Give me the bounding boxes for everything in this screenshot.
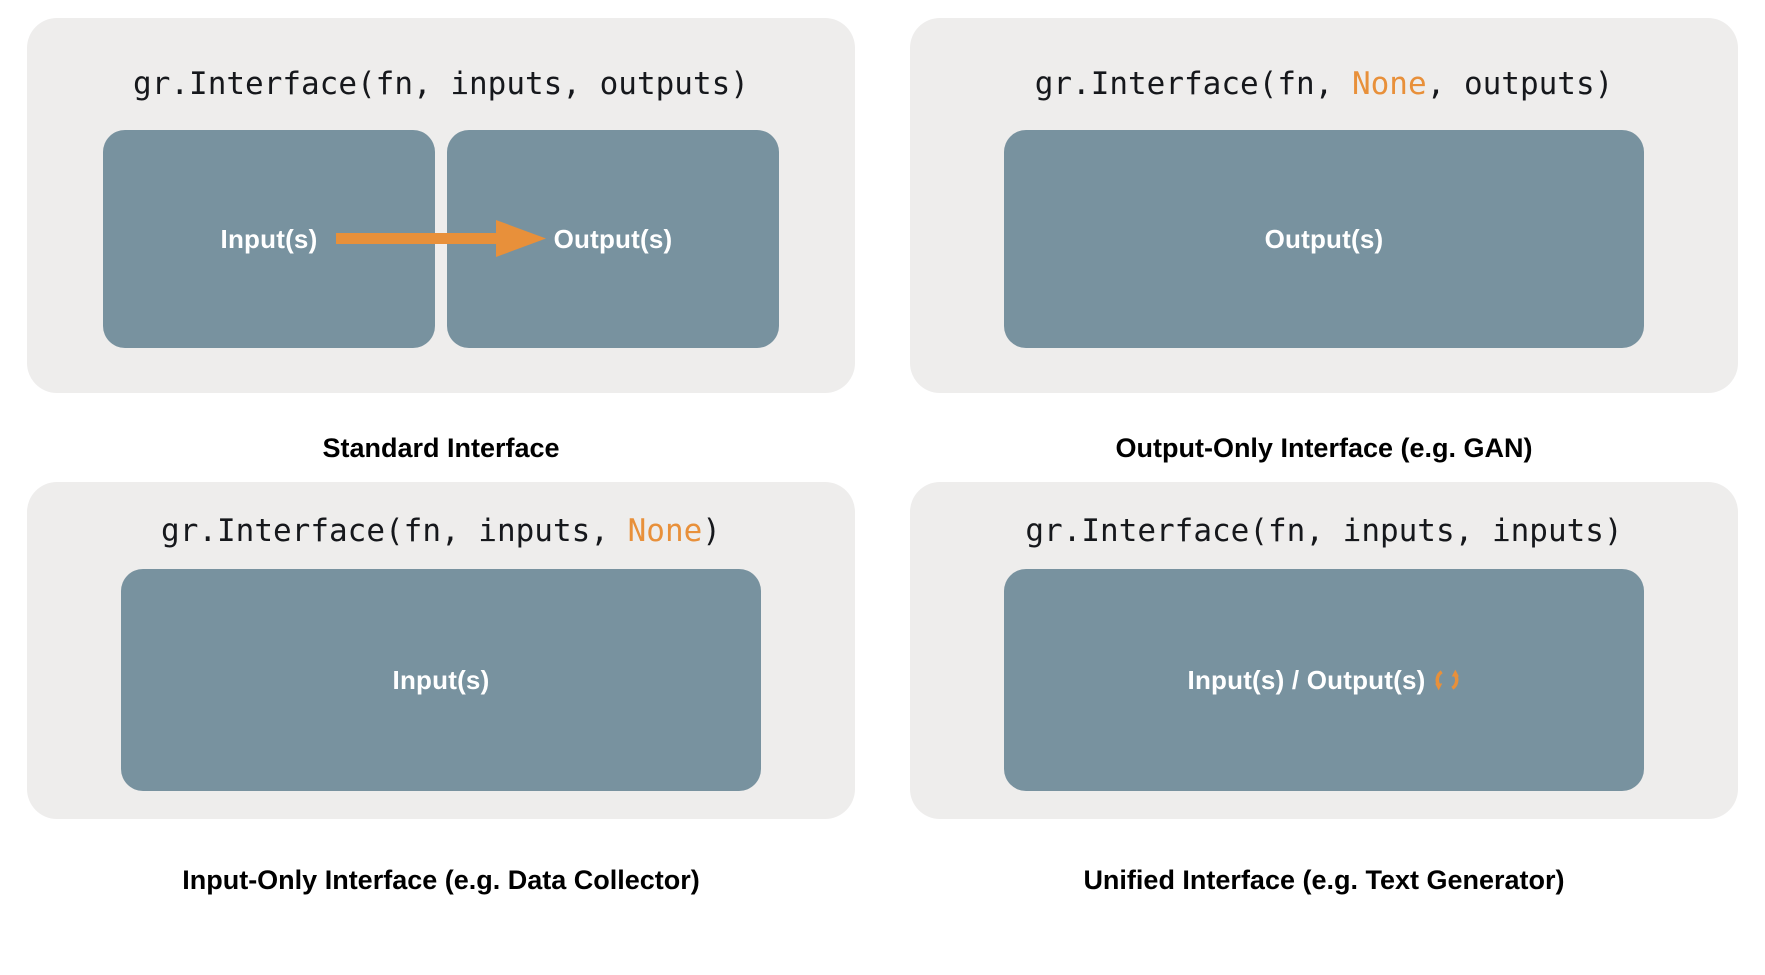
code-signature-unified: gr.Interface(fn, inputs, inputs) xyxy=(938,516,1710,547)
code-signature-standard: gr.Interface(fn, inputs, outputs) xyxy=(55,69,827,100)
output-box[interactable]: Output(s) xyxy=(447,130,779,348)
input-output-box[interactable]: Input(s) / Output(s) xyxy=(1004,569,1644,791)
output-box[interactable]: Output(s) xyxy=(1004,130,1644,348)
signature-highlight-none: None xyxy=(1351,66,1427,102)
panel-body-standard: gr.Interface(fn, inputs, outputs) Input(… xyxy=(27,18,855,393)
signature-text-before: gr.Interface(fn, inputs, outputs) xyxy=(133,66,749,102)
box-row-output-only: Output(s) xyxy=(938,130,1710,348)
panel-output-only-interface: gr.Interface(fn, None, outputs) Output(s… xyxy=(883,0,1765,470)
panel-standard-interface: gr.Interface(fn, inputs, outputs) Input(… xyxy=(0,0,882,470)
input-box-label: Input(s) xyxy=(220,224,318,254)
panel-caption-standard: Standard Interface xyxy=(322,433,560,463)
output-box-label: Output(s) xyxy=(1264,224,1384,254)
signature-highlight-none: None xyxy=(627,513,703,549)
signature-text-after: ) xyxy=(702,513,721,549)
panel-body-input-only: gr.Interface(fn, inputs, None) Input(s) xyxy=(27,482,855,819)
panel-unified-interface: gr.Interface(fn, inputs, inputs) Input(s… xyxy=(883,470,1765,975)
panel-caption-output-only: Output-Only Interface (e.g. GAN) xyxy=(1115,433,1533,463)
input-box-label: Input(s) xyxy=(392,665,490,695)
panel-caption-unified: Unified Interface (e.g. Text Generator) xyxy=(1083,865,1565,895)
signature-text-before: gr.Interface(fn, xyxy=(1034,66,1352,102)
signature-text-before: gr.Interface(fn, inputs, inputs) xyxy=(1025,513,1623,549)
box-row-standard: Input(s) Output(s) xyxy=(55,130,827,348)
panel-caption-input-only: Input-Only Interface (e.g. Data Collecto… xyxy=(182,865,700,895)
signature-text-after: , outputs) xyxy=(1426,66,1614,102)
code-signature-input-only: gr.Interface(fn, inputs, None) xyxy=(55,516,827,547)
panel-body-unified: gr.Interface(fn, inputs, inputs) Input(s… xyxy=(910,482,1738,819)
box-divider xyxy=(435,130,447,348)
panel-body-output-only: gr.Interface(fn, None, outputs) Output(s… xyxy=(910,18,1738,393)
input-output-box-label: Input(s) / Output(s) xyxy=(1187,665,1426,695)
cycle-icon xyxy=(1434,667,1460,693)
output-box-label: Output(s) xyxy=(553,224,673,254)
input-box[interactable]: Input(s) xyxy=(121,569,761,791)
box-row-input-only: Input(s) xyxy=(55,569,827,791)
input-box[interactable]: Input(s) xyxy=(103,130,435,348)
code-signature-output-only: gr.Interface(fn, None, outputs) xyxy=(938,69,1710,100)
box-row-unified: Input(s) / Output(s) xyxy=(938,569,1710,791)
input-output-box-label-wrap: Input(s) / Output(s) xyxy=(1188,667,1461,693)
signature-text-before: gr.Interface(fn, inputs, xyxy=(161,513,628,549)
panel-input-only-interface: gr.Interface(fn, inputs, None) Input(s) … xyxy=(0,470,882,975)
